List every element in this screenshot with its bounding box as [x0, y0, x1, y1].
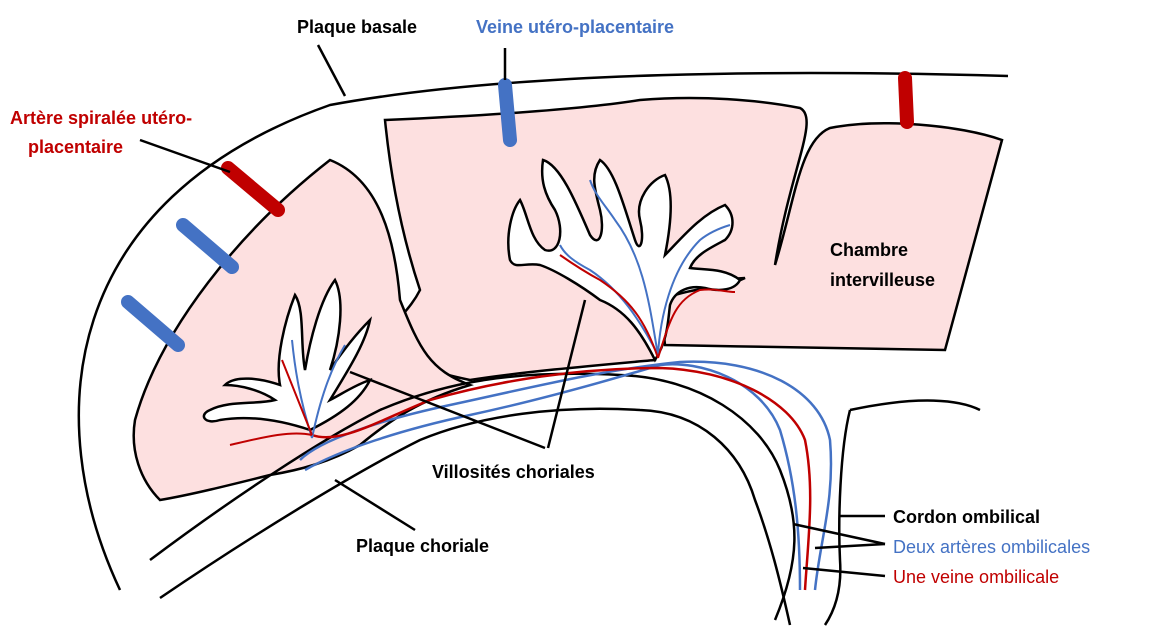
label-deux-arteres-ombilicales: Deux artères ombilicales — [893, 537, 1090, 557]
spiral-artery-2 — [905, 78, 907, 122]
label-artere-spiralee-line2: placentaire — [28, 137, 123, 157]
spiral-artery-1 — [228, 168, 278, 210]
leader-plaque-choriale — [335, 480, 415, 530]
leader-arteres-2 — [815, 544, 885, 548]
label-cordon-ombilical: Cordon ombilical — [893, 507, 1040, 527]
label-une-veine-ombilicale: Une veine ombilicale — [893, 567, 1059, 587]
label-veine-utero-placentaire: Veine utéro-placentaire — [476, 17, 674, 37]
label-plaque-choriale: Plaque choriale — [356, 536, 489, 556]
leader-veine-ombilicale — [803, 568, 885, 576]
label-plaque-basale: Plaque basale — [297, 17, 417, 37]
label-chambre-line1: Chambre — [830, 240, 908, 260]
leader-artere-spiralee — [140, 140, 230, 172]
utero-placental-vein-1 — [505, 85, 510, 140]
utero-placental-vein-3 — [128, 302, 178, 345]
label-chambre-line2: intervilleuse — [830, 270, 935, 290]
label-villosites-choriales: Villosités choriales — [432, 462, 595, 482]
utero-placental-vein-2 — [183, 225, 232, 267]
leader-plaque-basale — [318, 45, 345, 96]
label-artere-spiralee-line1: Artère spiralée utéro- — [10, 108, 192, 128]
